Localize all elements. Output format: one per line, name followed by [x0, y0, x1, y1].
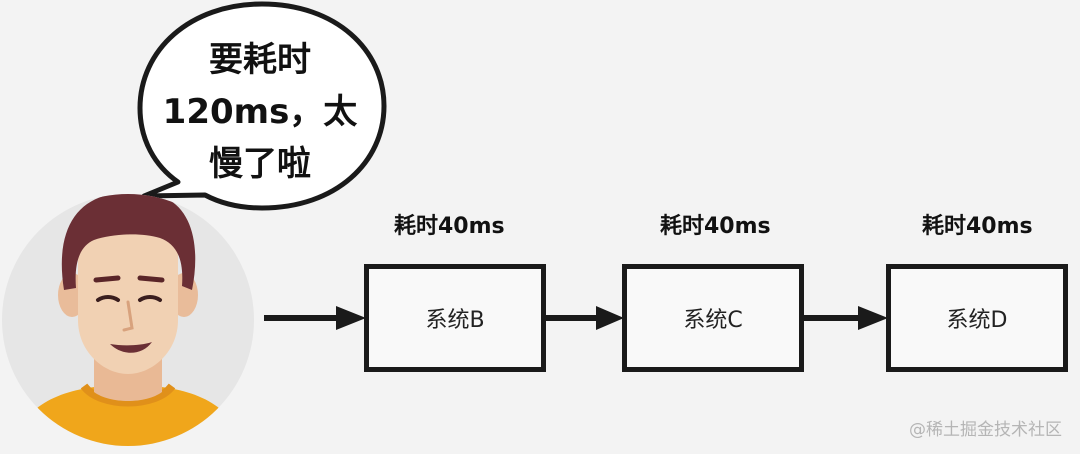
- person-avatar-icon: [2, 194, 254, 446]
- system-c-label: 系统C: [683, 308, 743, 333]
- system-d-time: 耗时40ms: [922, 214, 1033, 239]
- system-b-label: 系统B: [425, 308, 485, 333]
- system-b-time: 耗时40ms: [394, 214, 505, 239]
- system-d-label: 系统D: [946, 308, 1008, 333]
- speech-bubble-text: 要耗时 120ms，太 慢了啦: [162, 40, 358, 184]
- speech-bubble: [137, 1, 387, 211]
- arrow-right-icon: [264, 306, 366, 330]
- system-d-box: 系统D: [886, 264, 1068, 372]
- arrow-right-icon: [804, 306, 888, 330]
- arrow-right-icon: [546, 306, 624, 330]
- system-c-box: 系统C: [622, 264, 804, 372]
- system-b-box: 系统B: [364, 264, 546, 372]
- system-c-time: 耗时40ms: [660, 214, 771, 239]
- watermark: @稀土掘金技术社区: [909, 420, 1062, 440]
